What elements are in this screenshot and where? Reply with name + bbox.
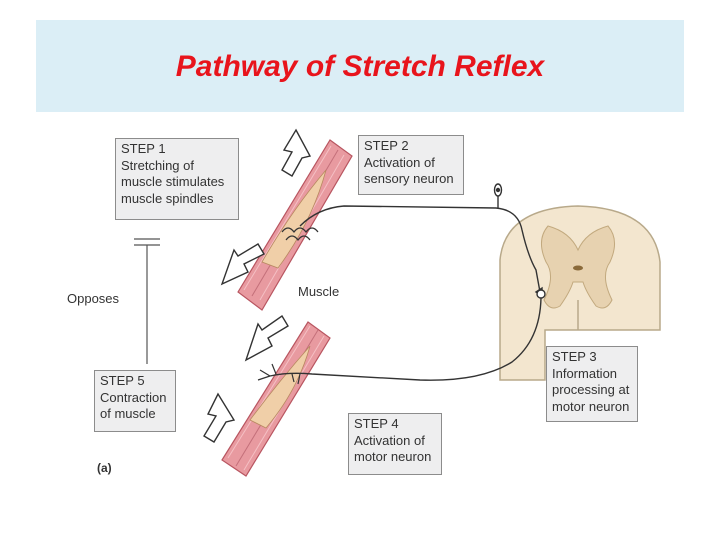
step-2-line-1: Activation of xyxy=(364,154,435,170)
step-1-heading: STEP 1 xyxy=(121,141,166,156)
step-5-heading: STEP 5 xyxy=(100,373,145,388)
step-2-heading: STEP 2 xyxy=(364,138,409,153)
step-4-heading: STEP 4 xyxy=(354,416,399,431)
step-1-box: STEP 1 Stretching of muscle stimulates m… xyxy=(115,138,239,220)
upper-muscle xyxy=(237,139,353,311)
lower-muscle xyxy=(221,321,331,477)
step-3-line-1: Information xyxy=(552,365,618,381)
spinal-cord xyxy=(499,205,661,381)
step-2-line-2: sensory neuron xyxy=(364,171,454,186)
step-3-line-3: motor neuron xyxy=(552,398,630,414)
step-4-line-1: Activation of xyxy=(354,432,425,448)
step-4-line-2: motor neuron xyxy=(354,449,432,464)
step-5-line-2: of muscle xyxy=(100,406,156,421)
step-5-line-1: Contraction xyxy=(100,389,167,405)
contraction-arrows xyxy=(203,314,289,443)
step-5-box: STEP 5 Contraction of muscle xyxy=(94,370,176,432)
step-3-heading: STEP 3 xyxy=(552,349,597,364)
opposes-connector xyxy=(134,238,160,364)
step-2-box: STEP 2 Activation of sensory neuron xyxy=(358,135,464,195)
motor-neuron xyxy=(257,297,542,385)
step-3-line-2: processing at xyxy=(552,382,630,397)
step-4-box: STEP 4 Activation of motor neuron xyxy=(348,413,442,475)
step-1-line-2: muscle stimulates xyxy=(121,174,225,189)
step-3-box: STEP 3 Information processing at motor n… xyxy=(546,346,638,422)
step-1-line-1: Stretching of xyxy=(121,157,194,173)
sensory-neuron xyxy=(299,183,546,299)
slide-title: Pathway of Stretch Reflex xyxy=(175,50,545,83)
stretch-arrows xyxy=(220,128,312,286)
title-bar: Pathway of Stretch Reflex xyxy=(36,20,684,112)
panel-label: (a) xyxy=(97,461,112,475)
muscle-label: Muscle xyxy=(298,284,340,299)
opposes-label: Opposes xyxy=(67,291,120,306)
step-1-line-3: muscle spindles xyxy=(121,190,214,206)
